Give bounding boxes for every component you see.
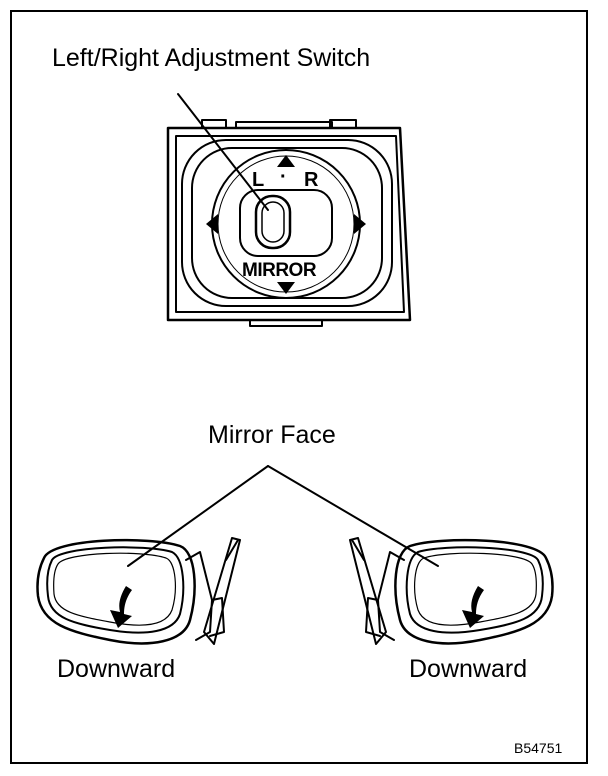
arrow-right-icon: [354, 214, 366, 234]
arrow-down-icon: [277, 282, 295, 294]
switch-right-marker: R: [304, 169, 319, 191]
downward-arrow-icon: [462, 586, 484, 628]
downward-label-left: Downward: [57, 655, 176, 683]
arrow-up-icon: [277, 155, 295, 167]
face-leader-right: [267, 465, 439, 567]
downward-label-right: Downward: [409, 655, 528, 683]
switch-left-marker: L: [252, 169, 265, 191]
downward-arrow-icon: [110, 586, 132, 628]
switch-center-dot: ·: [280, 166, 287, 188]
switch-brand-label: MIRROR: [242, 260, 317, 281]
left-side-mirror: [36, 537, 241, 645]
right-side-mirror: [349, 537, 554, 645]
mirror-face-label: Mirror Face: [208, 421, 336, 449]
figure-code: B54751: [514, 740, 563, 756]
switch-leader-line: [177, 93, 269, 211]
arrow-left-icon: [206, 214, 218, 234]
face-leader-left: [127, 465, 269, 567]
adjustment-switch-label: Left/Right Adjustment Switch: [52, 44, 371, 72]
figure-frame: [10, 10, 588, 764]
mirror-switch: [166, 93, 412, 327]
